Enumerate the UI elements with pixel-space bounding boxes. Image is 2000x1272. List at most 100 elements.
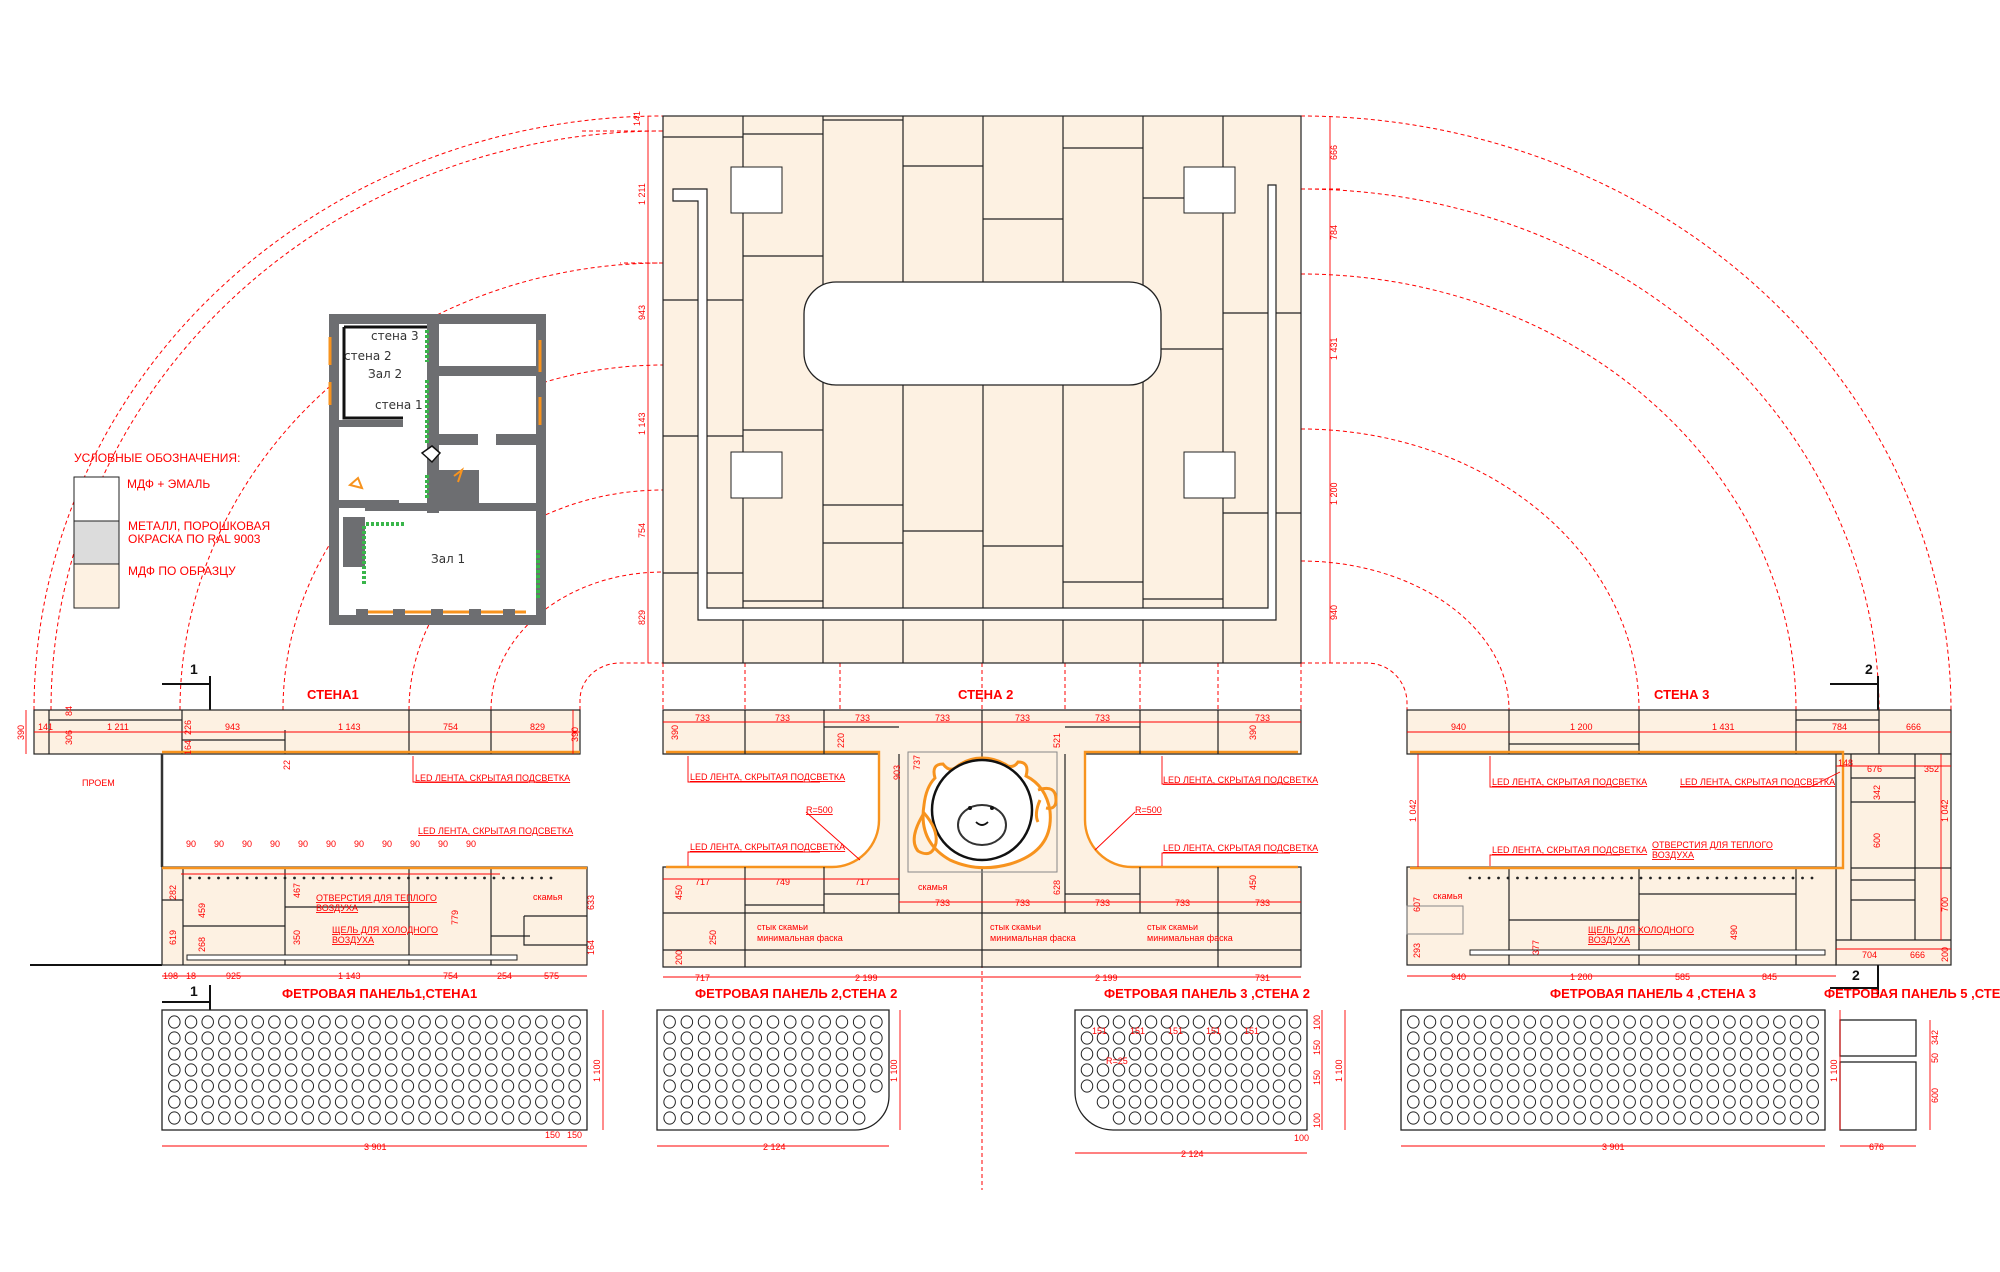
dimension-label: 940 (1329, 605, 1339, 620)
dimension-label: 141 (632, 111, 642, 126)
felt-hole (1590, 1079, 1603, 1093)
felt-hole (251, 1111, 264, 1125)
felt-hole (1473, 1047, 1487, 1061)
felt-hole (1144, 1111, 1158, 1125)
panel3-title: ФЕТРОВАЯ ПАНЕЛЬ 3 ,СТЕНА 2 (1104, 986, 1310, 1001)
felt-hole (766, 1095, 780, 1109)
dimension-label: 754 (443, 722, 458, 732)
dimension-label: минимальная фаска (757, 933, 843, 943)
felt-hole (1623, 1095, 1636, 1109)
legend-swatch-mdf-enamel (73, 476, 120, 522)
felt-hole (749, 1015, 763, 1029)
felt-hole (201, 1031, 214, 1045)
warm-air-hole (1677, 876, 1681, 880)
dimension-label: 1 431 (1712, 722, 1735, 732)
felt-hole (852, 1079, 866, 1093)
warm-air-hole (1658, 876, 1662, 880)
dimension-label: 733 (1015, 898, 1030, 908)
plants (362, 330, 540, 600)
felt-hole (485, 1047, 498, 1061)
dimension-label: LED ЛЕНТА, СКРЫТАЯ ПОДСВЕТКА (1492, 845, 1647, 855)
felt-hole (732, 1047, 745, 1061)
felt-hole (1656, 1111, 1670, 1125)
felt-hole (1272, 1031, 1286, 1045)
felt-hole (801, 1015, 814, 1029)
felt-hole (1756, 1063, 1770, 1077)
felt-hole (1689, 1047, 1703, 1061)
felt-hole (1272, 1095, 1286, 1109)
dimension-label: 845 (1762, 972, 1777, 982)
felt-hole (1540, 1063, 1553, 1077)
dimension-label: 676 (1867, 764, 1882, 774)
dimension-label: 90 (214, 839, 224, 849)
felt-hole (518, 1095, 531, 1109)
felt-hole (1272, 1063, 1286, 1077)
felt-hole (801, 1079, 814, 1093)
felt-hole (1256, 1047, 1270, 1061)
dimension-label: 352 (1924, 764, 1939, 774)
felt-hole (766, 1031, 780, 1045)
felt-hole (1160, 1031, 1174, 1045)
warm-air-hole (1592, 876, 1595, 880)
felt-hole (1080, 1047, 1094, 1061)
dimension-label: R=500 (806, 805, 833, 815)
felt-hole (318, 1111, 331, 1125)
felt-hole (732, 1111, 745, 1125)
felt-hole (1506, 1111, 1520, 1125)
felt-hole (1673, 1095, 1686, 1109)
felt-hole (783, 1095, 797, 1109)
dimension-label: 940 (1451, 722, 1466, 732)
felt-hole (1789, 1095, 1803, 1109)
felt-hole (234, 1031, 248, 1045)
warm-air-hole (1687, 876, 1690, 880)
felt-hole (434, 1111, 448, 1125)
dimension-label: 390 (670, 725, 680, 740)
felt-hole (218, 1015, 231, 1029)
felt-hole (801, 1095, 814, 1109)
panel5-title: ФЕТРОВАЯ ПАНЕЛЬ 5 ,СТЕНА 3 (1824, 986, 2000, 1001)
felt-panel-2 (656, 1009, 890, 1131)
dimension-label: 1 211 (107, 722, 129, 732)
floorplan-label-wall3: стена 3 (371, 329, 419, 343)
warm-air-hole (226, 876, 230, 880)
felt-hole (568, 1047, 581, 1061)
dimension-label: 151 (1206, 1026, 1221, 1036)
felt-hole (870, 1031, 883, 1045)
felt-hole (434, 1095, 448, 1109)
felt-hole (1490, 1047, 1503, 1061)
dimension-label: 704 (1862, 950, 1877, 960)
warm-air-hole (1497, 876, 1500, 880)
felt-hole (535, 1095, 548, 1109)
felt-hole (1523, 1047, 1537, 1061)
dimension-label: 164 (183, 740, 193, 755)
felt-hole (1240, 1111, 1254, 1125)
felt-hole (715, 1095, 728, 1109)
felt-hole (434, 1063, 448, 1077)
felt-hole (1756, 1095, 1770, 1109)
felt-hole (1739, 1047, 1753, 1061)
legend-swatch-metal (73, 520, 120, 565)
legend-label-metal-1: МЕТАЛЛ, ПОРОШКОВАЯ (128, 519, 270, 533)
warm-air-hole (283, 876, 287, 880)
felt-hole (1689, 1095, 1703, 1109)
felt-hole (184, 1047, 198, 1061)
felt-hole (1590, 1111, 1603, 1125)
felt-hole (418, 1031, 431, 1045)
dimension-label: скамья (918, 882, 948, 892)
dimension-label: 164 (586, 940, 596, 955)
felt-hole (1640, 1063, 1653, 1077)
dimension-label: 22 (282, 760, 292, 770)
warm-air-hole (1801, 876, 1804, 880)
dimension-label: 151 (1168, 1026, 1183, 1036)
warm-air-hole (397, 876, 401, 880)
dimension-label: 2 124 (1181, 1149, 1204, 1159)
wall3-elevation: СТЕНА 3 940 1 200 1 431 784 666 148 676 … (1406, 687, 1952, 982)
felt-hole (1407, 1111, 1420, 1125)
felt-hole (1240, 1015, 1254, 1029)
felt-hole (485, 1031, 498, 1045)
felt-hole (501, 1047, 515, 1061)
felt-hole (218, 1079, 231, 1093)
felt-hole (251, 1063, 264, 1077)
dimension-label: 585 (1675, 972, 1690, 982)
felt-hole (551, 1095, 565, 1109)
